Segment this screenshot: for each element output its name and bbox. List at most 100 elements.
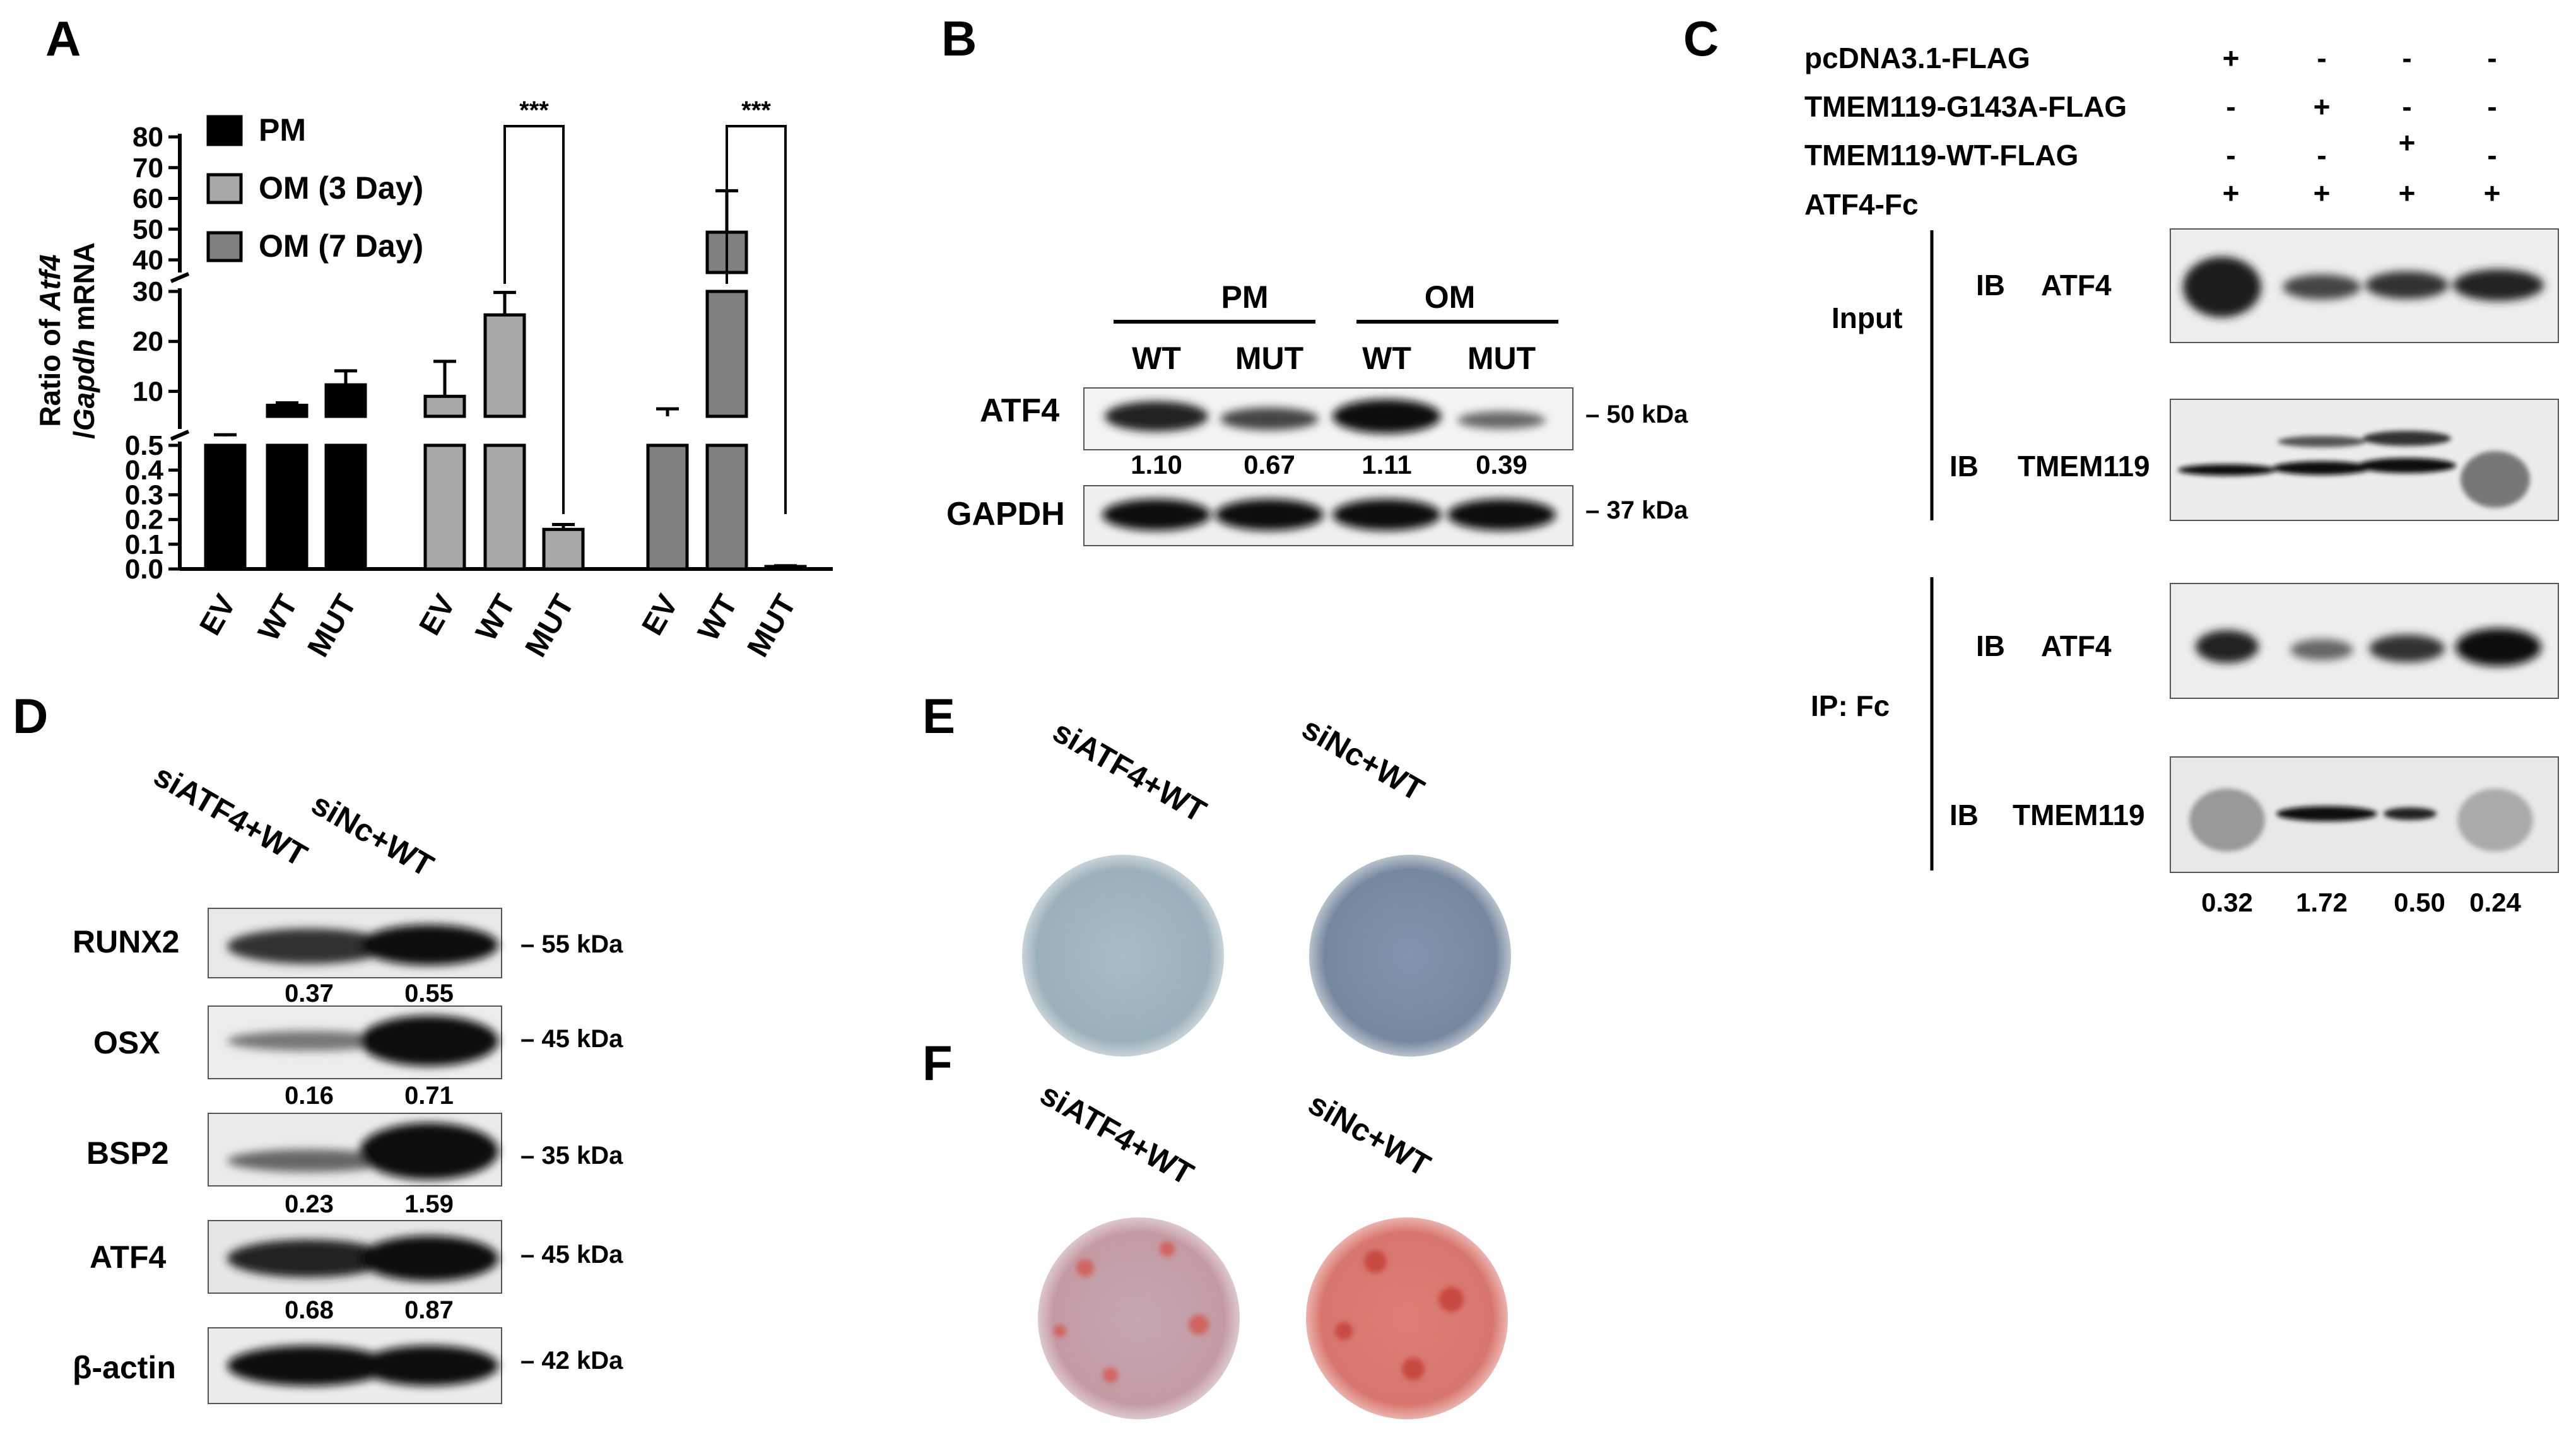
- column-label: siNc+WT: [306, 786, 440, 884]
- blot-bands: [2189, 788, 2533, 852]
- blot-row-label: OSX: [93, 1025, 160, 1060]
- y-tick-label: 40: [132, 245, 163, 276]
- ib-label: IB: [1950, 799, 1979, 831]
- blot-panel-d: siATF4+WT siNc+WT RUNX2 – 55 kDa 0.37 0.…: [73, 758, 623, 1404]
- y-tick-label: 0.5: [125, 430, 163, 461]
- x-tick-label: WT: [691, 589, 744, 647]
- band-value: 0.67: [1244, 450, 1295, 479]
- panel-letter-f: F: [922, 1035, 953, 1091]
- y-axis-label: Ratio of Atf4 /Gapdh mRNA: [33, 242, 100, 439]
- x-tick-label: MUT: [302, 589, 363, 663]
- kda-marker: – 55 kDa: [520, 930, 623, 958]
- blot-row-label: β-actin: [73, 1350, 176, 1385]
- group-label-pm: PM: [1221, 279, 1269, 315]
- panel-letter-c: C: [1683, 11, 1719, 66]
- panel-letter-e: E: [922, 688, 955, 744]
- band-value: 0.39: [1476, 450, 1527, 479]
- y-tick-label: 0.1: [125, 529, 163, 560]
- x-tick-label: EV: [636, 589, 685, 641]
- significance-label: ***: [519, 97, 549, 124]
- sign-grid: + - - - - + - - - - + - + + + +: [2223, 42, 2501, 209]
- panel-letter-d: D: [13, 688, 48, 744]
- legend-swatch: [206, 231, 243, 262]
- y-tick-label: 0.4: [125, 455, 164, 486]
- blot-bands: [2178, 431, 2530, 508]
- y-tick-label: 0.0: [125, 554, 163, 585]
- blot-bands: [227, 1236, 498, 1281]
- bar: [705, 290, 748, 418]
- band-value: 1.72: [2296, 888, 2348, 917]
- legend-swatch: [206, 173, 243, 204]
- y-tick-label: 50: [132, 214, 163, 245]
- ib-label: IB: [1976, 269, 2005, 302]
- sign-cell: +: [2314, 177, 2331, 209]
- sign-cell: +: [2399, 177, 2416, 209]
- significance-bracket: [726, 125, 787, 514]
- well-label: siATF4+WT: [1035, 1076, 1200, 1192]
- bar: [423, 443, 466, 571]
- significance-label: ***: [741, 97, 771, 124]
- bar: [646, 443, 689, 571]
- blot-bands: [227, 925, 498, 965]
- ib-protein: TMEM119: [2018, 450, 2150, 483]
- bar: [324, 443, 367, 571]
- sign-cell: -: [2402, 42, 2411, 74]
- lane-label: WT: [1362, 341, 1411, 376]
- blot-bands: [227, 1345, 498, 1386]
- y-tick-label: 10: [132, 376, 163, 407]
- band-value: 0.32: [2201, 888, 2253, 917]
- chart-panel-a: Ratio of Atf4 /Gapdh mRNA 0.00.10.20.30.…: [33, 97, 833, 663]
- bar: [324, 383, 367, 418]
- blot-bands: [227, 1123, 498, 1180]
- sign-cell: -: [2487, 139, 2497, 172]
- x-tick-label: EV: [413, 589, 462, 641]
- blot-panel-c: pcDNA3.1-FLAG TMEM119-G143A-FLAG TMEM119…: [1804, 42, 2559, 917]
- band-value: 0.71: [404, 1082, 454, 1110]
- band-value: 0.37: [285, 980, 334, 1007]
- band-value: 0.16: [285, 1082, 334, 1110]
- sign-cell: -: [2226, 139, 2235, 172]
- blot-row-label: BSP2: [86, 1135, 169, 1171]
- blot-bands: [1102, 499, 1556, 530]
- stain-panel-f: siATF4+WT siNc+WT: [1035, 1076, 1508, 1419]
- lane-label: MUT: [1467, 341, 1536, 376]
- well-label: siNc+WT: [1297, 710, 1430, 808]
- significance-bracket: [503, 125, 565, 514]
- kda-marker: – 50 kDa: [1585, 401, 1688, 428]
- y-tick-label: 20: [132, 326, 163, 357]
- x-tick-label: EV: [194, 589, 243, 641]
- bar: [266, 404, 309, 418]
- svg-text:Ratio of Atf4: Ratio of Atf4: [33, 254, 66, 426]
- band-value: 0.23: [285, 1190, 334, 1218]
- sign-cell: -: [2487, 42, 2497, 74]
- bar: [705, 443, 748, 571]
- bar: [266, 443, 309, 571]
- condition-label: ATF4-Fc: [1804, 188, 1919, 221]
- sign-cell: +: [2484, 177, 2501, 209]
- band-value: 1.10: [1131, 450, 1182, 479]
- blot-bands: [2183, 257, 2544, 317]
- band-value: 0.68: [285, 1296, 334, 1324]
- legend-label: OM (7 Day): [259, 228, 423, 264]
- band-value: 0.87: [404, 1296, 454, 1324]
- blot-bands: [1105, 399, 1546, 433]
- x-tick-label: WT: [469, 589, 522, 647]
- blot-row-label: ATF4: [90, 1240, 166, 1275]
- ip-label: IP: Fc: [1811, 689, 1890, 722]
- kda-marker: – 37 kDa: [1585, 496, 1688, 524]
- bar: [204, 443, 247, 571]
- sign-cell: -: [2402, 90, 2411, 123]
- sign-cell: -: [2226, 90, 2235, 123]
- y-tick-label: 0.3: [125, 479, 163, 510]
- band-value: 0.55: [404, 980, 454, 1007]
- axis-break-mark: [170, 272, 190, 283]
- svg-text:/Gapdh mRNA: /Gapdh mRNA: [68, 242, 100, 439]
- stain-well: [1306, 1217, 1508, 1419]
- bar: [542, 527, 585, 571]
- well-label: siATF4+WT: [1047, 713, 1213, 829]
- bar: [483, 443, 526, 571]
- group-label-om: OM: [1425, 279, 1476, 315]
- blot-panel-b: PM OM WT MUT WT MUT ATF4 – 50 kDa 1.10 0…: [946, 279, 1688, 546]
- ib-protein: TMEM119: [2013, 799, 2145, 831]
